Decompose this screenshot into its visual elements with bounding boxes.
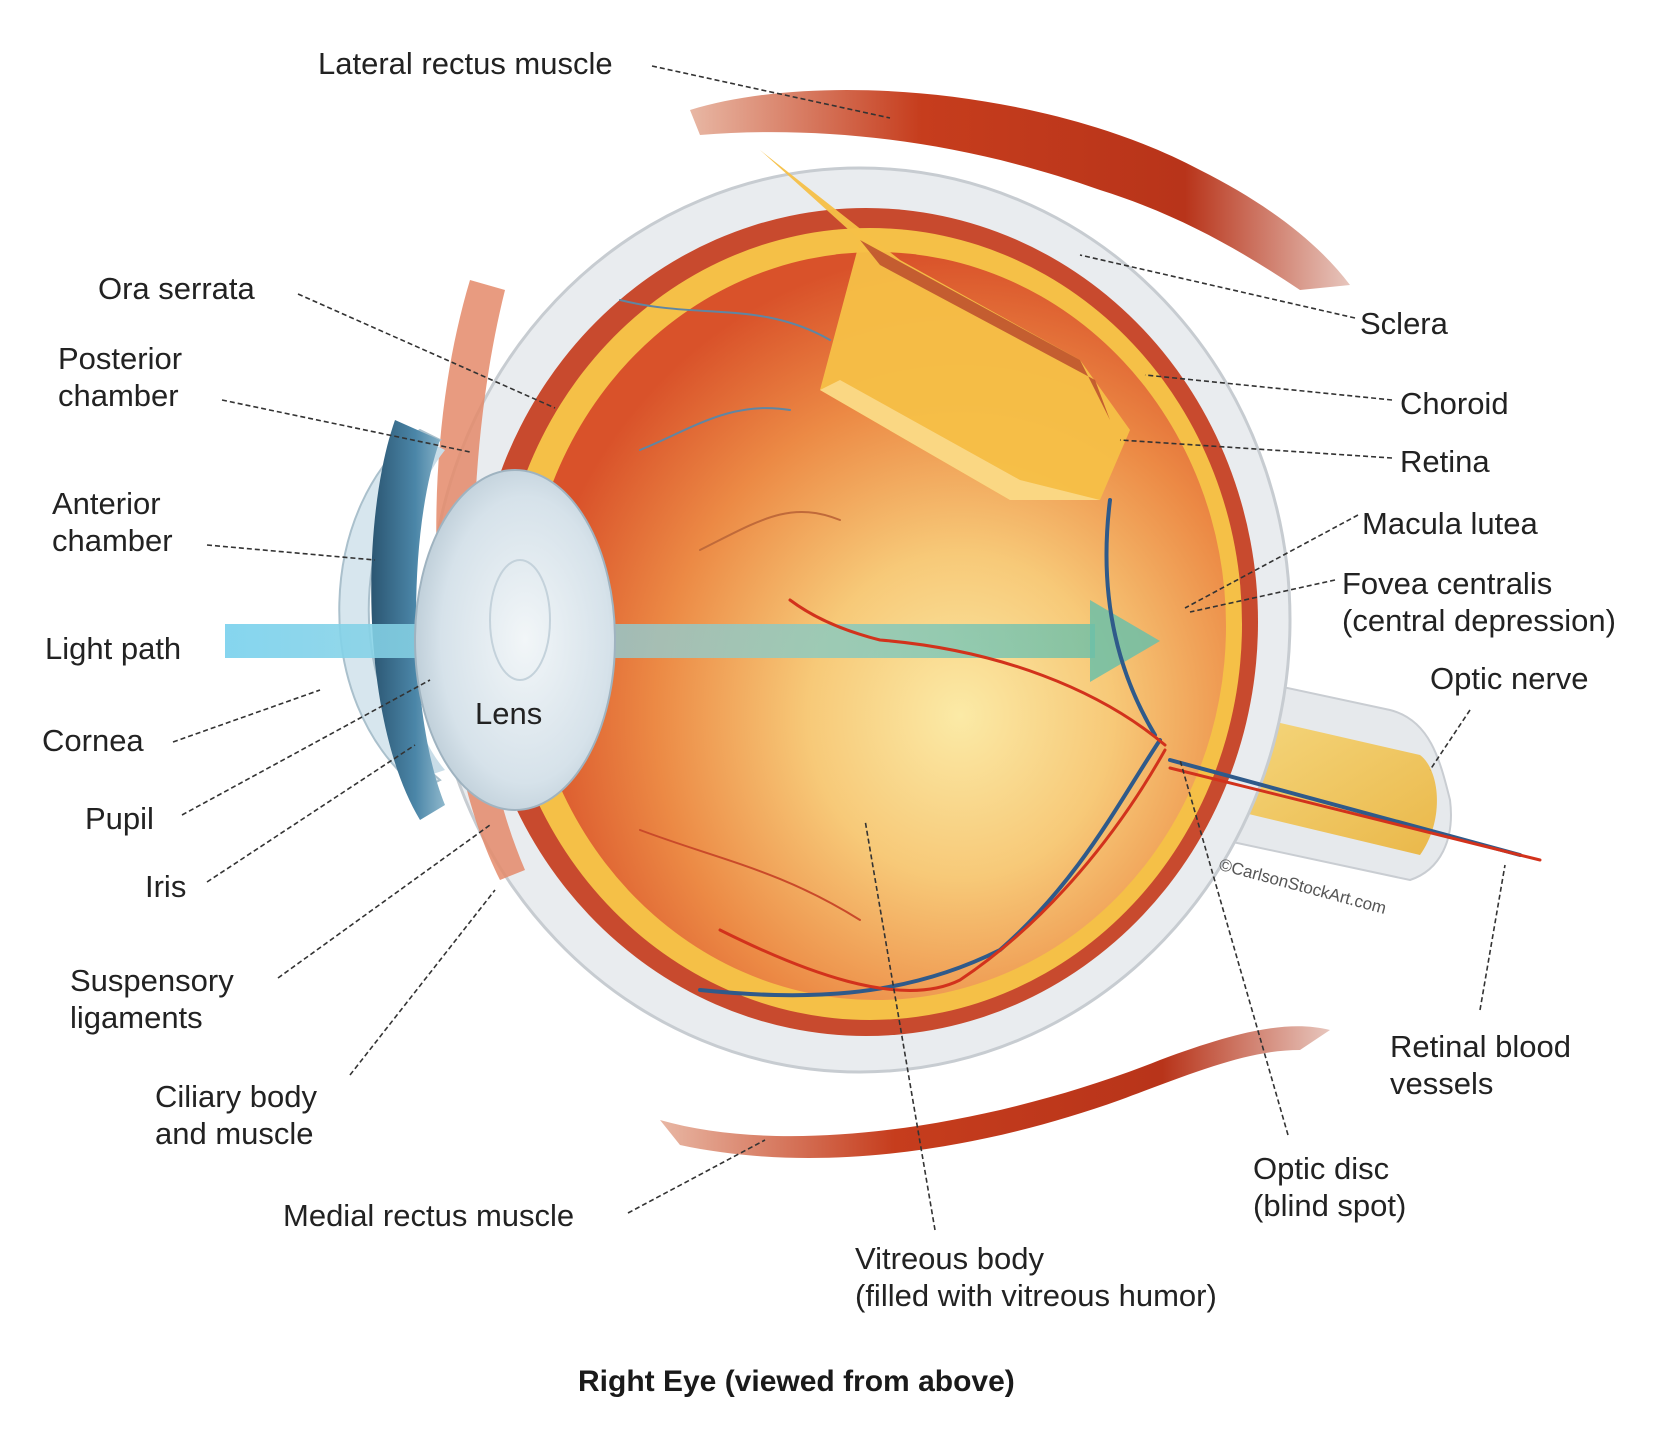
label-retinal-blood-vessels-line2: vessels <box>1390 1066 1494 1101</box>
label-lateral-rectus-muscle-text: Lateral rectus muscle <box>318 46 613 81</box>
label-anterior-chamber: Anterior chamber <box>52 485 173 559</box>
label-optic-disc: Optic disc (blind spot) <box>1253 1150 1406 1224</box>
label-lateral-rectus-muscle: Lateral rectus muscle <box>318 45 613 82</box>
label-vitreous-body-line1: Vitreous body <box>855 1241 1044 1276</box>
label-medial-rectus-muscle-text: Medial rectus muscle <box>283 1198 575 1233</box>
label-fovea-centralis-line1: Fovea centralis <box>1342 566 1553 601</box>
label-suspensory-ligaments-line2: ligaments <box>70 1000 203 1035</box>
label-lens: Lens <box>475 695 542 732</box>
label-iris: Iris <box>145 868 186 905</box>
label-optic-nerve: Optic nerve <box>1430 660 1589 697</box>
label-cornea: Cornea <box>42 722 144 759</box>
label-ciliary-body: Ciliary body and muscle <box>155 1078 317 1152</box>
cutaway-layers <box>760 150 1130 500</box>
light-path-arrowhead <box>1090 600 1160 682</box>
label-macula-lutea-text: Macula lutea <box>1362 506 1538 541</box>
label-vitreous-body: Vitreous body (filled with vitreous humo… <box>855 1240 1217 1314</box>
label-anterior-chamber-line2: chamber <box>52 523 173 558</box>
label-sclera: Sclera <box>1360 305 1448 342</box>
label-pupil: Pupil <box>85 800 154 837</box>
label-ciliary-body-line2: and muscle <box>155 1116 314 1151</box>
label-posterior-chamber-line1: Posterior <box>58 341 183 376</box>
label-cornea-text: Cornea <box>42 723 144 758</box>
label-posterior-chamber-line2: chamber <box>58 378 179 413</box>
label-retinal-blood-vessels-line1: Retinal blood <box>1390 1029 1571 1064</box>
label-macula-lutea: Macula lutea <box>1362 505 1538 542</box>
label-retina-text: Retina <box>1400 444 1490 479</box>
label-fovea-centralis-line2: (central depression) <box>1342 603 1616 638</box>
iris-shape <box>371 420 445 820</box>
label-sclera-text: Sclera <box>1360 306 1448 341</box>
label-anterior-chamber-line1: Anterior <box>52 486 161 521</box>
label-medial-rectus-muscle: Medial rectus muscle <box>283 1197 574 1234</box>
label-optic-disc-line2: (blind spot) <box>1253 1188 1407 1223</box>
leader-lines <box>172 65 1506 1231</box>
light-path-beam <box>225 624 1095 658</box>
label-choroid: Choroid <box>1400 385 1509 422</box>
label-ciliary-body-line1: Ciliary body <box>155 1079 317 1114</box>
lens-shape <box>414 469 616 811</box>
label-suspensory-ligaments-line1: Suspensory <box>70 963 234 998</box>
label-choroid-text: Choroid <box>1400 386 1509 421</box>
label-ora-serrata: Ora serrata <box>98 270 255 307</box>
label-lens-text: Lens <box>475 696 543 731</box>
label-light-path-text: Light path <box>45 631 182 666</box>
label-ora-serrata-text: Ora serrata <box>98 271 255 306</box>
label-light-path: Light path <box>45 630 181 667</box>
label-vitreous-body-line2: (filled with vitreous humor) <box>855 1278 1217 1313</box>
label-optic-nerve-text: Optic nerve <box>1430 661 1589 696</box>
label-optic-disc-line1: Optic disc <box>1253 1151 1390 1186</box>
label-suspensory-ligaments: Suspensory ligaments <box>70 962 234 1036</box>
label-fovea-centralis: Fovea centralis (central depression) <box>1342 565 1616 639</box>
label-retinal-blood-vessels: Retinal blood vessels <box>1390 1028 1571 1102</box>
retinal-blood-vessels-shape <box>619 299 1542 998</box>
label-retina: Retina <box>1400 443 1490 480</box>
label-iris-text: Iris <box>145 869 187 904</box>
label-posterior-chamber: Posterior chamber <box>58 340 182 414</box>
lateral-rectus-muscle-shape <box>690 90 1350 290</box>
label-pupil-text: Pupil <box>85 801 154 836</box>
diagram-caption: Right Eye (viewed from above) <box>578 1365 1015 1398</box>
medial-rectus-muscle-shape <box>660 1026 1330 1158</box>
